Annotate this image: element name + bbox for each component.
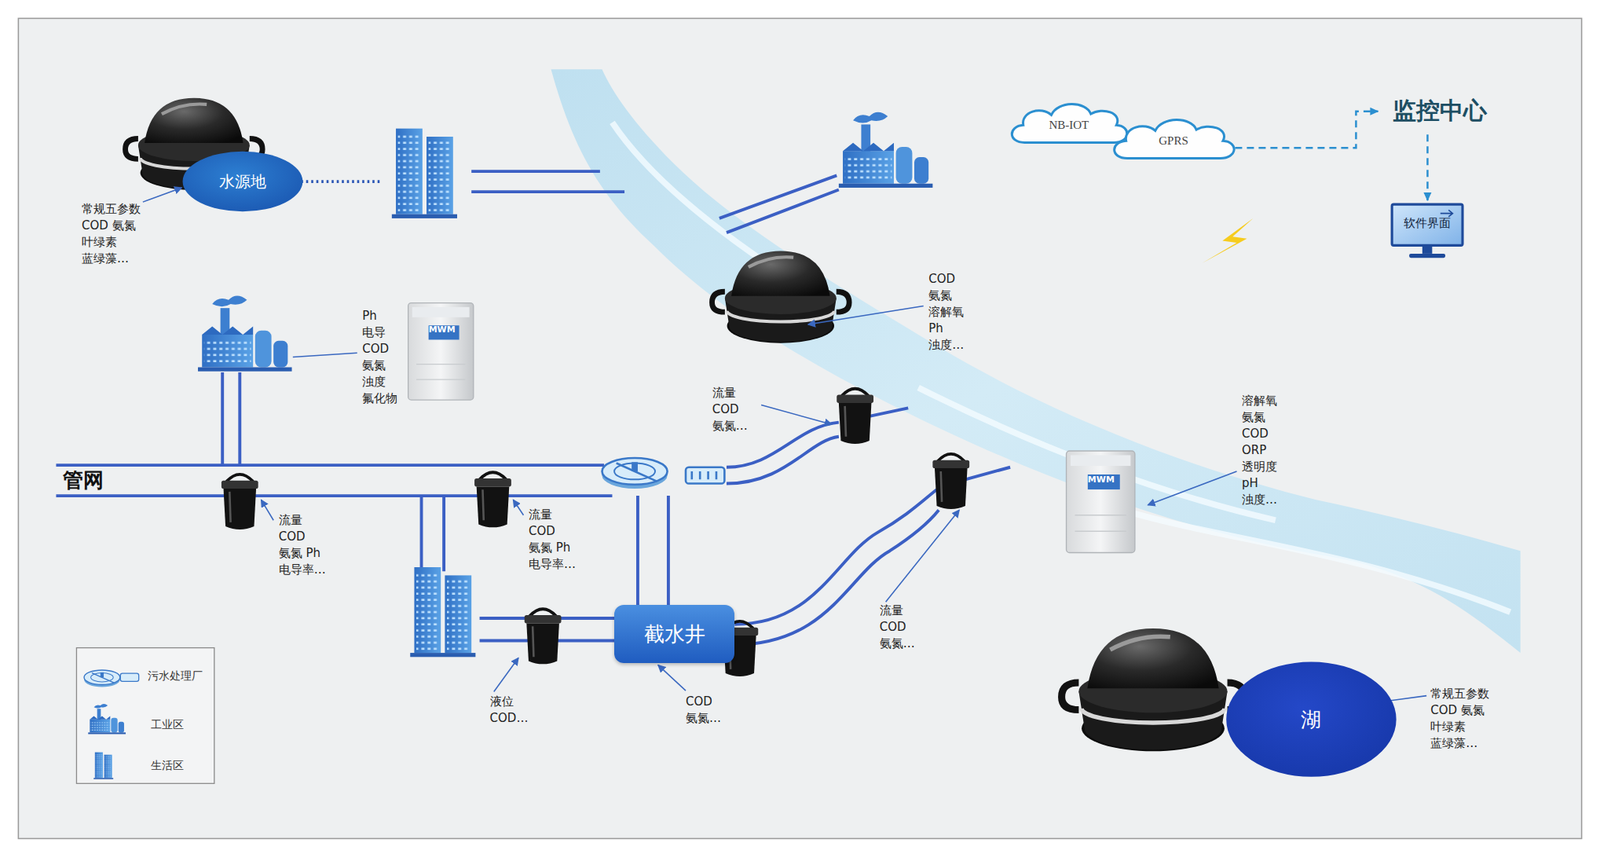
dashed-connector [1234,111,1378,149]
node-ellipse: 湖 [1224,660,1399,778]
node-box: 截水井 [614,604,735,663]
parameter-list: 常规五参数 COD 氨氮 叶绿素 蓝绿藻… [1430,685,1490,752]
cabinet-brand: MWM [428,325,456,335]
parameter-list: 流量 COD 氨氮… [879,602,916,652]
network-label: 管网 [61,468,106,492]
node-plain: 监控中心 [1379,89,1500,133]
legend-text: 污水处理厂 [147,669,203,684]
cabinet-brand: MWM [1087,475,1115,485]
node-cloud: GPRS [1107,112,1241,164]
node-text: GPRS [1158,134,1189,148]
node-text: 截水井 [644,620,706,649]
node-text: 软件界面 [1403,216,1451,231]
node-cloud: NB-IOT [1005,96,1133,148]
parameter-list: Ph 电导 COD 氨氮 浊度 氟化物 [362,307,398,407]
parameter-list: 溶解氧 氨氮 COD ORP 透明度 pH 浊度… [1241,392,1278,509]
node-ellipse: 水源地 [181,150,304,213]
parameter-list: 液位 COD… [490,693,529,727]
parameter-list: 流量 COD 氨氮 Ph 电导率… [278,512,326,579]
legend-text: 工业区 [150,717,184,733]
parameter-list: COD 氨氮 溶解氧 Ph 浊度… [928,270,964,354]
parameter-list: 流量 COD 氨氮… [712,384,748,435]
parameter-list: 流量 COD 氨氮 Ph 电导率… [528,506,576,573]
node-text: NB-IOT [1048,118,1089,132]
node-text: 湖 [1300,706,1322,734]
parameter-list: 常规五参数 COD 氨氮 叶绿素 蓝绿藻… [81,201,141,268]
legend-text: 生活区 [150,758,184,773]
node-text: 监控中心 [1392,95,1487,128]
parameter-list: COD 氨氮… [685,693,722,727]
dashed-connector [1426,134,1429,201]
node-text: 水源地 [219,171,267,193]
node-monitor: 软件界面 [1389,201,1465,261]
